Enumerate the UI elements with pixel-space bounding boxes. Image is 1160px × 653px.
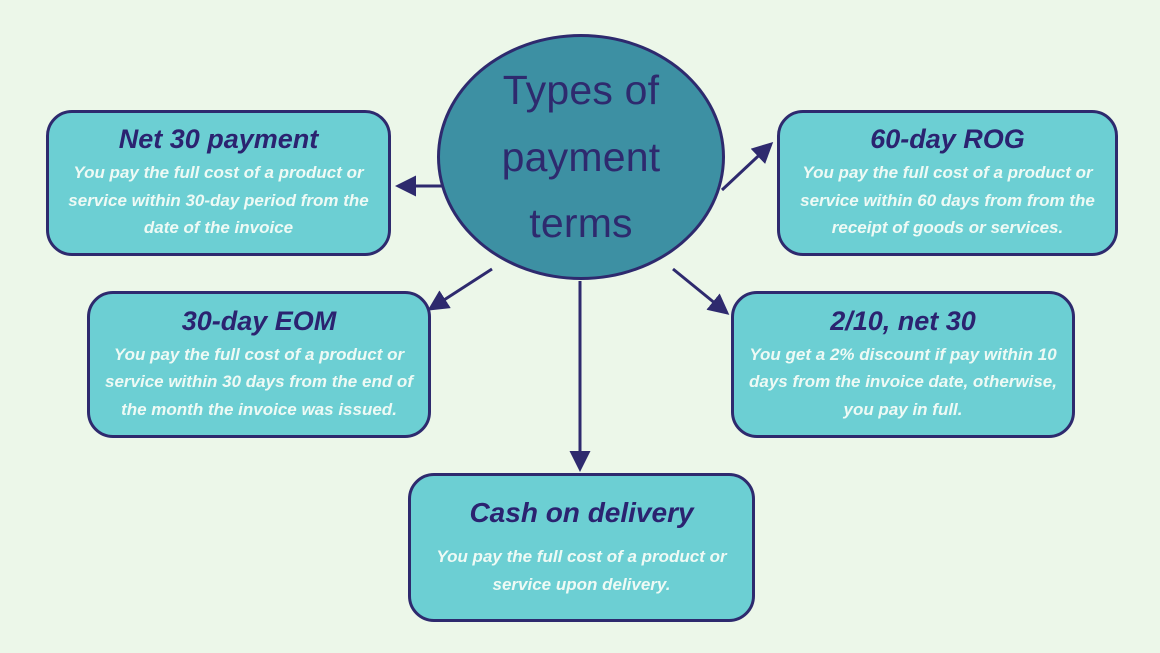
node-30-day-eom[interactable]: 30-day EOM You pay the full cost of a pr… xyxy=(87,291,431,438)
node-cash-on-delivery[interactable]: Cash on delivery You pay the full cost o… xyxy=(408,473,755,622)
node-title: 2/10, net 30 xyxy=(830,305,976,336)
node-title: 30-day EOM xyxy=(181,305,337,336)
arrow-to-2-10-net-30 xyxy=(672,267,730,315)
node-title: Net 30 payment xyxy=(118,124,319,155)
arrow-to-30-day-eom xyxy=(427,267,493,311)
node-body: You get a 2% discount if pay within 10 d… xyxy=(749,344,1057,419)
node-body: You pay the full cost of a product or se… xyxy=(800,163,1095,238)
center-node-payment-terms[interactable]: Types of payment terms xyxy=(437,34,725,280)
node-2-10-net-30[interactable]: 2/10, net 30 You get a 2% discount if pa… xyxy=(731,291,1075,438)
node-body: You pay the full cost of a product or se… xyxy=(436,547,727,594)
node-title: Cash on delivery xyxy=(469,496,694,528)
node-title: 60-day ROG xyxy=(870,124,1025,155)
center-node-label: Types of payment terms xyxy=(501,67,661,247)
node-60-day-rog[interactable]: 60-day ROG You pay the full cost of a pr… xyxy=(777,110,1118,256)
node-body: You pay the full cost of a product or se… xyxy=(68,163,369,238)
arrow-to-60-day-rog xyxy=(720,141,774,192)
node-body: You pay the full cost of a product or se… xyxy=(105,344,413,419)
node-net-30-payment[interactable]: Net 30 payment You pay the full cost of … xyxy=(46,110,391,256)
